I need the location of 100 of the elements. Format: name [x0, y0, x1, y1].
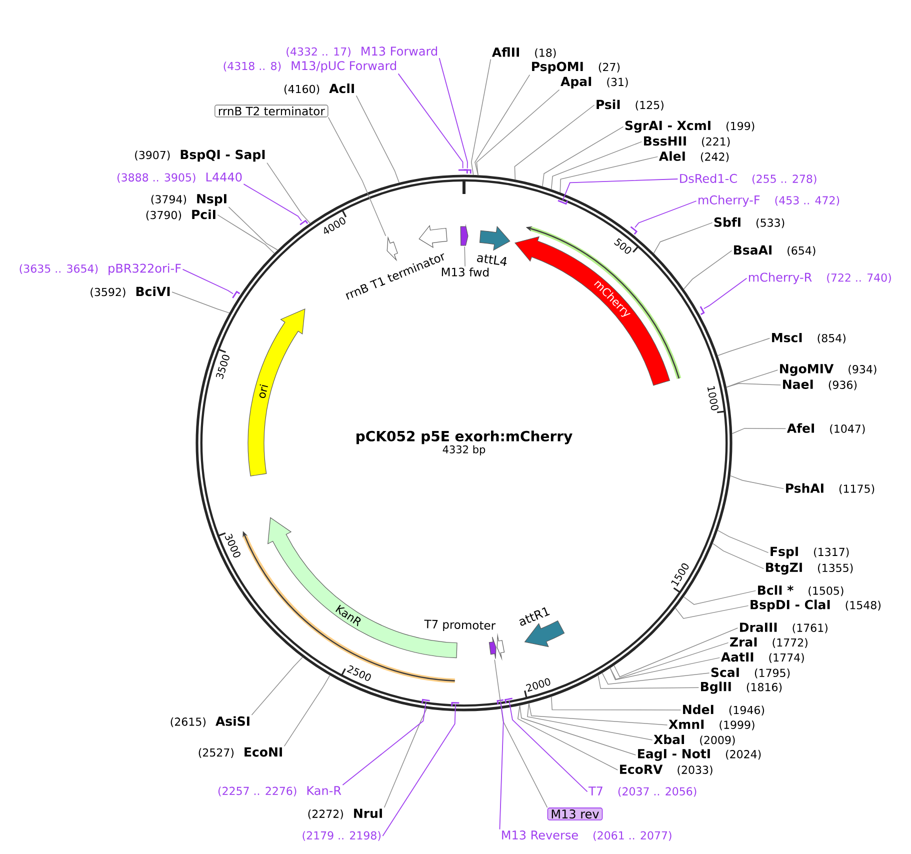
leader-line — [683, 250, 732, 290]
leader-line — [464, 246, 466, 267]
site-label: DraIII (1761) — [740, 622, 828, 634]
leader-line — [550, 141, 642, 190]
leader-line — [243, 184, 302, 222]
site-label: AfeI (1047) — [786, 423, 865, 434]
site-label: SbfI (533) — [714, 217, 784, 228]
leader-line — [653, 222, 713, 254]
leader-line — [726, 383, 782, 388]
leader-line — [342, 701, 426, 786]
site-label: NgoMIV (934) — [780, 364, 876, 376]
primer-label: mCherry-R (722 .. 740) — [748, 272, 891, 284]
leader-line — [328, 116, 386, 236]
site-label: (3790) PciI — [146, 210, 216, 220]
leader-line — [550, 696, 682, 710]
leader-line — [717, 338, 770, 356]
scale-number: 3500 — [216, 354, 230, 380]
primer-mark — [451, 702, 460, 706]
site-label: ScaI (1795) — [711, 668, 790, 678]
primer-mark — [421, 698, 430, 704]
primer-label: (2179 .. 2198) — [302, 831, 381, 841]
primer-label: T7 (2037 .. 2056) — [588, 786, 696, 797]
site-label: ZraI (1772) — [730, 637, 808, 648]
primer-mark — [504, 698, 512, 704]
leader-line — [712, 543, 764, 570]
leader-line — [438, 58, 468, 169]
leader-line — [508, 700, 588, 792]
leader-line — [519, 705, 636, 756]
leader-line — [251, 656, 303, 716]
site-label: AleI (242) — [658, 151, 729, 162]
primer-label: (3635 .. 3654) pBR322ori-F — [20, 263, 181, 276]
feature-block — [460, 226, 468, 246]
site-label: EagI - NotI (2024) — [638, 749, 761, 761]
leader-line — [182, 268, 234, 294]
primer-mark — [496, 699, 504, 704]
leader-line — [542, 126, 624, 187]
leader-line — [634, 200, 697, 228]
leader-line — [217, 214, 275, 254]
leader-line — [528, 702, 668, 726]
primer-mark — [630, 226, 638, 235]
primer-label: M13 Reverse (2061 .. 2077) — [502, 830, 672, 841]
leader-line — [730, 475, 784, 490]
primer-label: (4332 .. 17) M13 Forward — [286, 46, 437, 57]
label-box: M13 rev — [547, 808, 603, 820]
primer-label: mCherry-F (453 .. 472) — [698, 195, 840, 207]
leader-line — [675, 605, 749, 619]
primer-mark — [458, 169, 468, 174]
site-label: (4160) AclI — [284, 84, 354, 94]
site-label: PshAI (1175) — [786, 483, 874, 494]
site-label: EcoRV (2033) — [620, 764, 712, 776]
primer-label: (2257 .. 2276) Kan-R — [218, 786, 342, 796]
site-label: (2615) AsiSI — [170, 716, 250, 728]
leader-line — [474, 74, 530, 176]
leader-line — [726, 370, 778, 388]
primer-mark — [232, 290, 240, 298]
site-label: BglII (1816) — [701, 682, 782, 694]
leader-line — [517, 705, 618, 770]
site-label: MscI (854) — [772, 333, 846, 344]
site-label: FspI (1317) — [770, 546, 849, 559]
primer-mark — [700, 306, 705, 316]
leader-line — [356, 95, 400, 184]
leader-line — [610, 642, 729, 680]
leader-line — [717, 530, 769, 554]
leader-line — [614, 628, 738, 678]
site-label: PspOMI (27) — [532, 62, 620, 74]
node-label: attL4 — [477, 254, 507, 266]
site-label: AatII (1774) — [720, 652, 804, 663]
leader-line — [602, 672, 710, 685]
site-label: SgrAI - XcmI (199) — [625, 120, 754, 133]
leader-line — [494, 659, 548, 808]
primer-label: (3888 .. 3905) L4440 — [118, 172, 242, 183]
primer-mark — [300, 220, 308, 226]
leader-line — [610, 657, 720, 680]
site-label: (2527) EcoNI — [198, 747, 282, 758]
site-label: AflII (18) — [492, 47, 556, 58]
site-label: PsiI (125) — [596, 100, 664, 110]
site-label: (3592) BciVI — [90, 286, 170, 298]
site-label: NaeI (936) — [783, 380, 857, 390]
site-label: BssHII (221) — [644, 136, 730, 147]
scale-number: 500 — [614, 238, 632, 254]
primer-mark — [558, 200, 568, 205]
leader-line — [470, 58, 492, 176]
feature-block: attL4 — [477, 226, 510, 266]
feature-block — [488, 636, 496, 659]
leader-line — [527, 702, 653, 740]
site-label: XmnI (1999) — [668, 720, 754, 730]
leader-line — [228, 206, 278, 250]
primer-label: (4318 .. 8) M13/pUC Forward — [224, 60, 396, 72]
leader-line — [266, 162, 310, 224]
site-label: NdeI (1946) — [683, 704, 764, 716]
leader-line — [398, 73, 464, 169]
leader-line — [382, 704, 456, 836]
leader-line — [560, 156, 658, 193]
site-label: BsaAI (654) — [734, 245, 816, 256]
leader-line — [703, 278, 748, 310]
primer-label: DsRed1-C (255 .. 278) — [680, 174, 816, 184]
site-label: (3794) NspI — [151, 194, 226, 206]
leader-line — [384, 708, 428, 808]
leader-line — [514, 104, 595, 180]
leader-line — [172, 292, 230, 314]
